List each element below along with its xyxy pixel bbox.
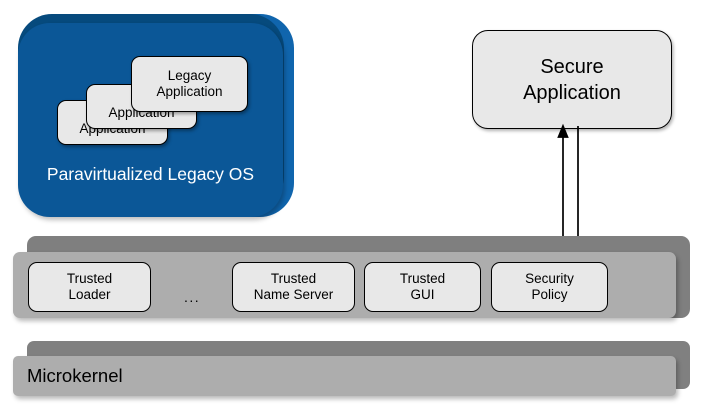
microkernel-front-face: Microkernel — [13, 356, 676, 396]
trusted-gui-line2: GUI — [410, 287, 435, 302]
legacy-application-line2: Application — [156, 84, 223, 99]
services-ellipsis: ... — [184, 289, 201, 305]
security-policy-line2: Policy — [531, 287, 568, 302]
legacy-application-line1: Legacy — [167, 68, 212, 83]
trusted-gui-line1: Trusted — [399, 270, 446, 286]
trusted-loader-line1: Trusted — [66, 270, 113, 286]
arrow-up-head-icon — [557, 123, 569, 138]
microkernel-label: Microkernel — [27, 365, 123, 386]
secure-application-line1: Secure — [540, 55, 604, 78]
trusted-name-server-line1: Trusted — [270, 270, 317, 286]
trusted-loader-line2: Loader — [68, 287, 111, 302]
paravirtualized-legacy-os-label: Paravirtualized Legacy OS — [46, 164, 255, 184]
trusted-name-server-line2: Name Server — [253, 287, 334, 302]
microkernel-bar: Microkernel — [13, 341, 690, 396]
legacy-os-front-face: Application Application LegacyApplicatio… — [18, 23, 283, 217]
paravirtualized-legacy-os-container: Application Application LegacyApplicatio… — [18, 14, 294, 217]
secure-application-line2: Application — [523, 81, 621, 104]
security-policy-line1: Security — [525, 270, 574, 286]
